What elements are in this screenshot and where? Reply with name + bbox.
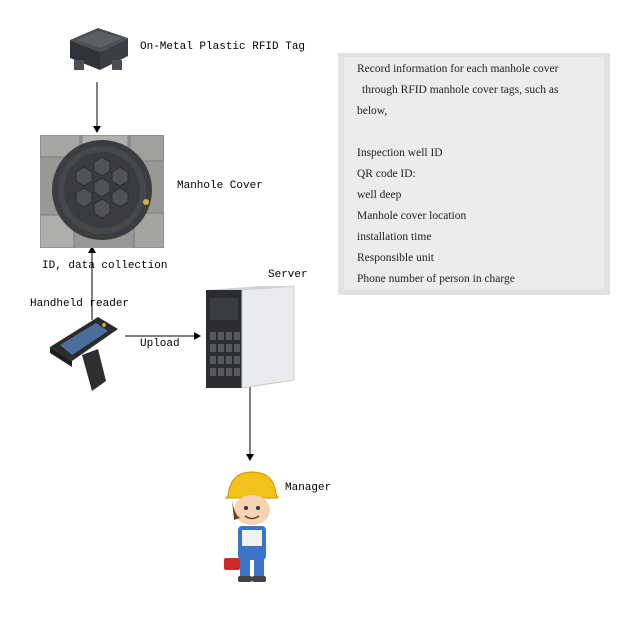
handheld-reader-label: Handheld reader	[30, 298, 130, 310]
info-spacer	[357, 122, 607, 143]
info-item: well deep	[357, 189, 402, 201]
info-panel-inner	[344, 57, 604, 289]
rfid-tag-label: On-Metal Plastic RFID Tag	[140, 41, 306, 53]
manhole-cover-label: Manhole Cover	[177, 180, 263, 192]
server-label: Server	[268, 269, 308, 281]
info-intro-line-2: through RFID manhole cover tags, such as	[362, 84, 559, 96]
info-item: Manhole cover location	[357, 210, 467, 222]
manager-label: Manager	[285, 482, 332, 494]
info-item: Phone number of person in charge	[357, 273, 515, 285]
server-image	[200, 284, 298, 392]
manager-image	[220, 468, 284, 586]
info-item: Inspection well ID	[357, 147, 443, 159]
upload-label: Upload	[140, 338, 180, 350]
handheld-reader-image	[46, 311, 128, 393]
info-text: Record information for each manhole cove…	[357, 59, 607, 290]
info-item: installation time	[357, 231, 432, 243]
id-collection-label: ID, data collection	[42, 260, 168, 272]
manhole-cover-image	[39, 134, 165, 249]
rfid-tag-image	[62, 26, 134, 82]
info-panel: Record information for each manhole cove…	[338, 53, 610, 295]
info-item: QR code ID:	[357, 168, 416, 180]
info-intro-line-1: Record information for each manhole cove…	[357, 63, 559, 75]
info-intro-line-3: below,	[357, 105, 388, 117]
info-item: Responsible unit	[357, 252, 434, 264]
